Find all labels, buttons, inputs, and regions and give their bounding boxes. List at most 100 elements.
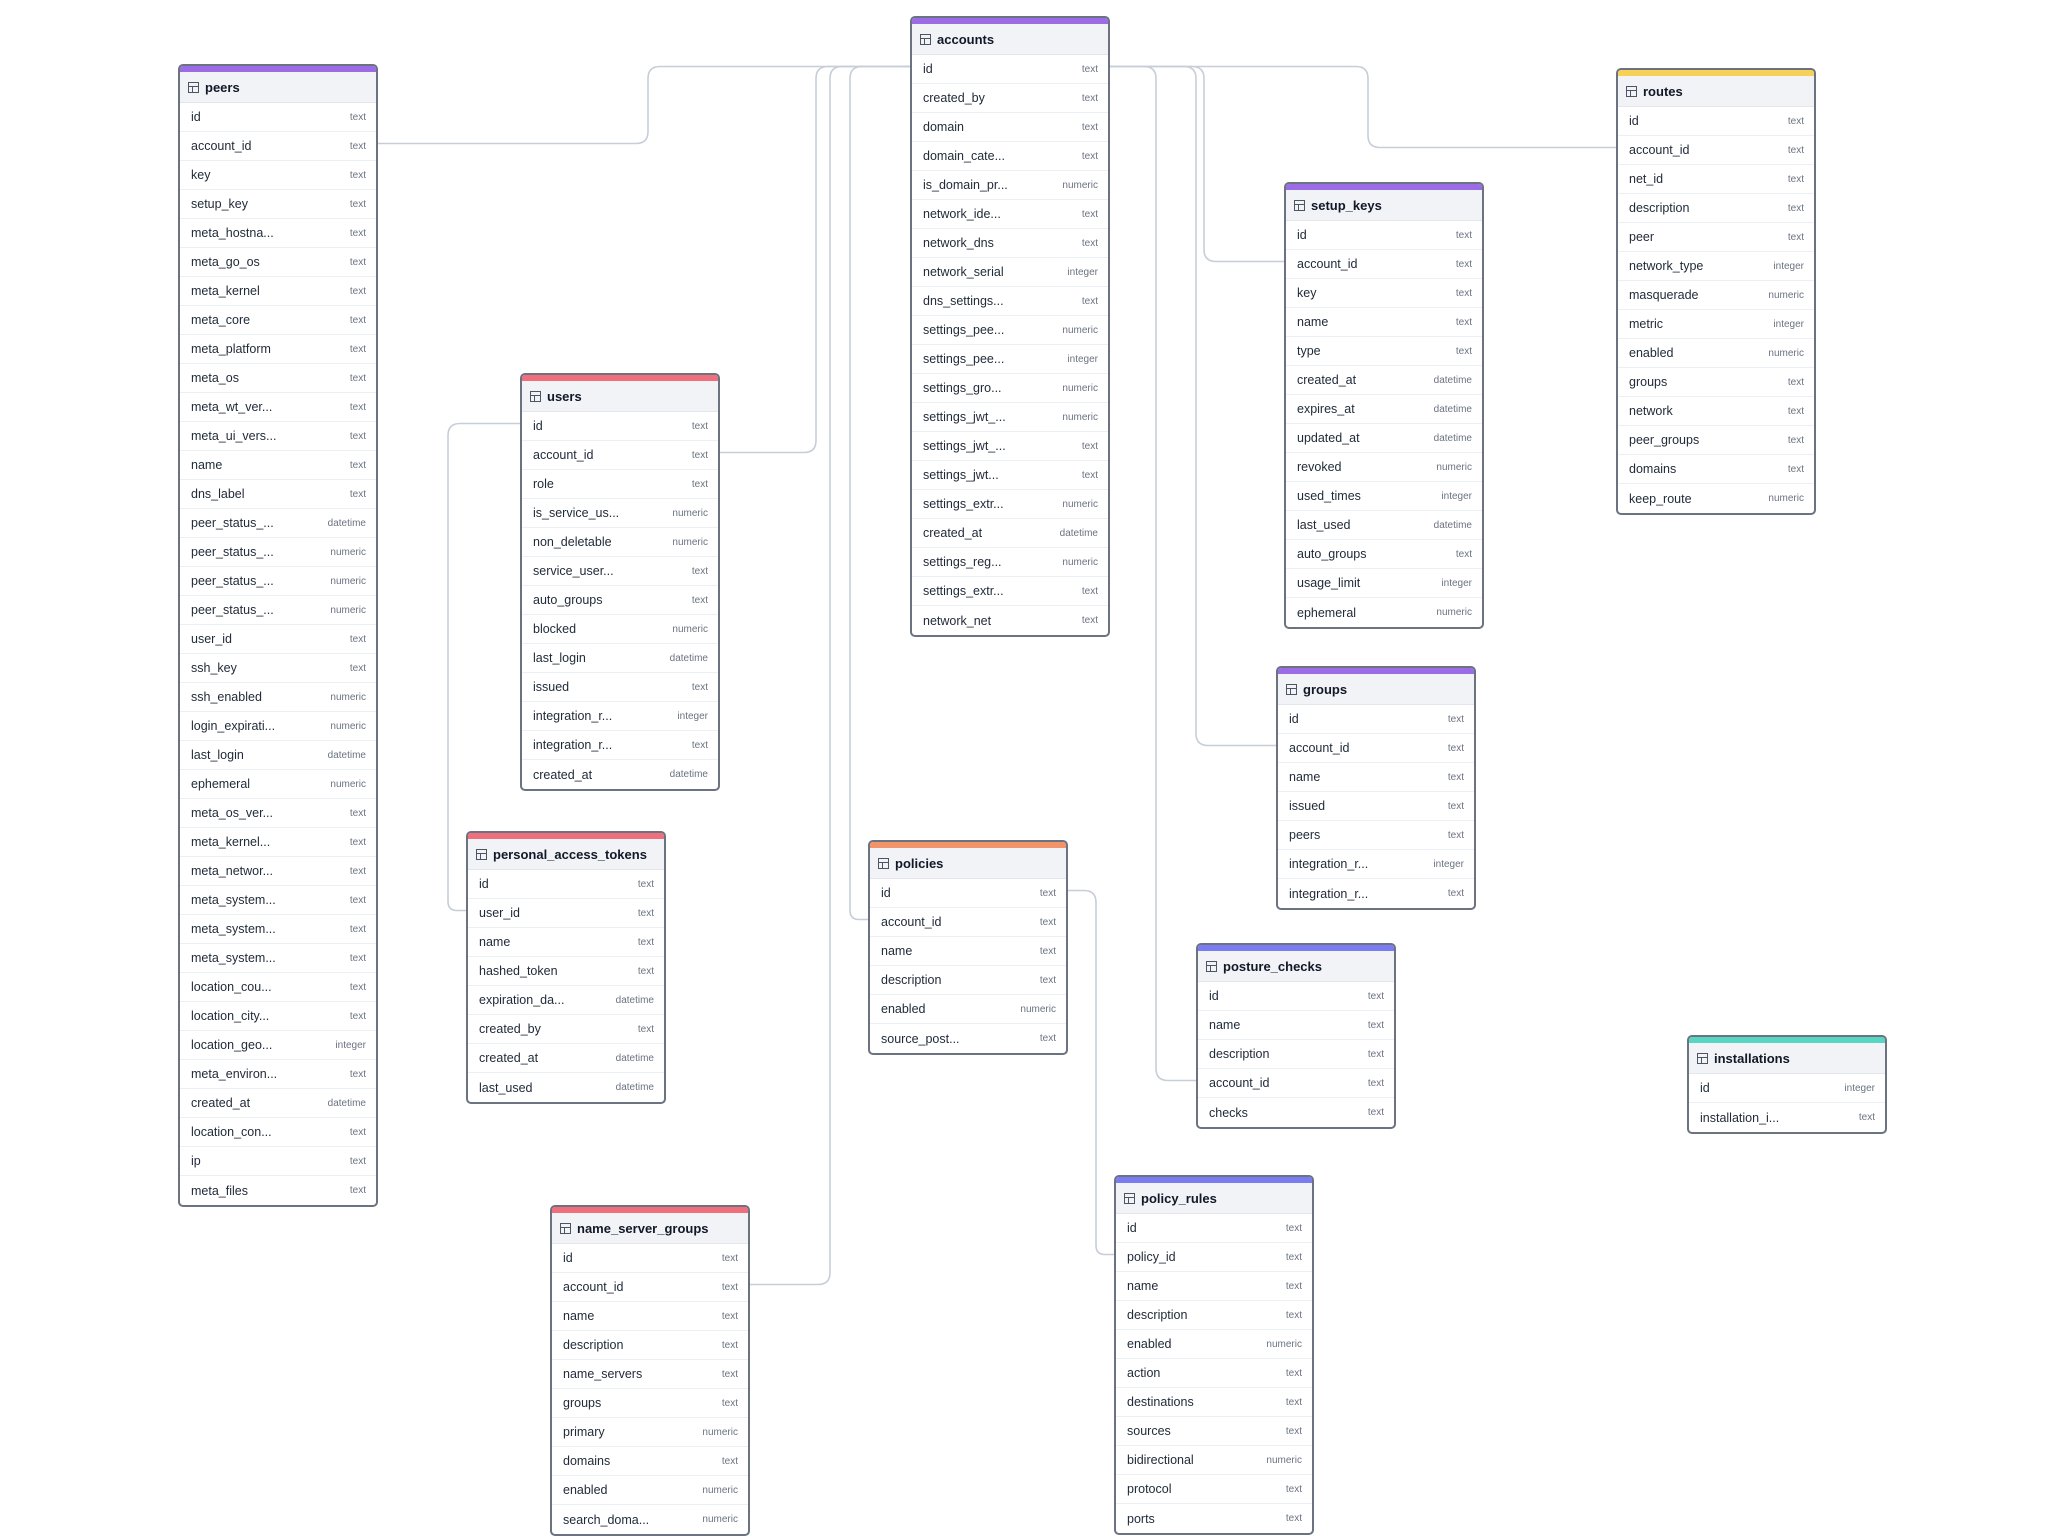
column-row[interactable]: meta_os_ver...text bbox=[180, 799, 376, 828]
table-header[interactable]: personal_access_tokens bbox=[468, 839, 664, 870]
table-header[interactable]: policies bbox=[870, 848, 1066, 879]
column-row[interactable]: dns_settings...text bbox=[912, 287, 1108, 316]
column-row[interactable]: meta_networ...text bbox=[180, 857, 376, 886]
table-header[interactable]: policy_rules bbox=[1116, 1183, 1312, 1214]
column-row[interactable]: settings_reg...numeric bbox=[912, 548, 1108, 577]
column-row[interactable]: settings_jwt_...text bbox=[912, 432, 1108, 461]
column-row[interactable]: peer_status_...numeric bbox=[180, 538, 376, 567]
column-row[interactable]: network_ide...text bbox=[912, 200, 1108, 229]
column-row[interactable]: meta_hostna...text bbox=[180, 219, 376, 248]
column-row[interactable]: login_expirati...numeric bbox=[180, 712, 376, 741]
column-row[interactable]: service_user...text bbox=[522, 557, 718, 586]
column-row[interactable]: meta_system...text bbox=[180, 915, 376, 944]
column-row[interactable]: integration_r...text bbox=[1278, 879, 1474, 908]
column-row[interactable]: integration_r...text bbox=[522, 731, 718, 760]
table-header[interactable]: groups bbox=[1278, 674, 1474, 705]
column-row[interactable]: settings_gro...numeric bbox=[912, 374, 1108, 403]
table-header[interactable]: routes bbox=[1618, 76, 1814, 107]
table-header[interactable]: peers bbox=[180, 72, 376, 103]
column-row[interactable]: peer_status_...datetime bbox=[180, 509, 376, 538]
column-row[interactable]: installation_i...text bbox=[1689, 1103, 1885, 1132]
column-row[interactable]: source_post...text bbox=[870, 1024, 1066, 1053]
table-header[interactable]: posture_checks bbox=[1198, 951, 1394, 982]
column-row[interactable]: meta_system...text bbox=[180, 944, 376, 973]
column-row[interactable]: settings_pee...integer bbox=[912, 345, 1108, 374]
column-row[interactable]: settings_extr...text bbox=[912, 577, 1108, 606]
column-row[interactable]: is_service_us...numeric bbox=[522, 499, 718, 528]
